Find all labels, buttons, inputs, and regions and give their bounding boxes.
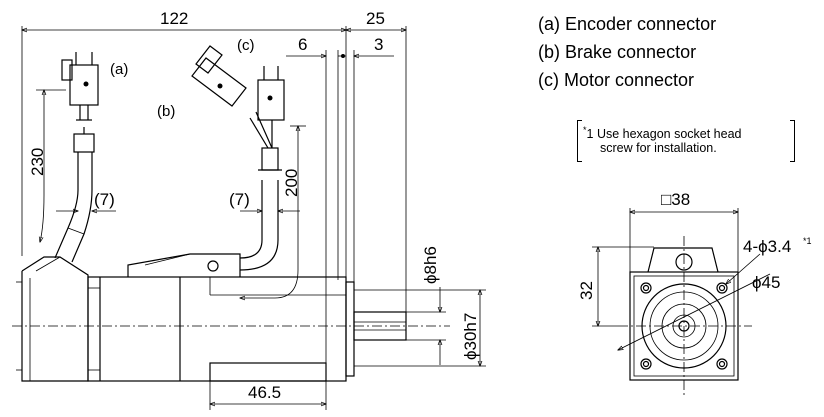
side-view: 122 25 6 3 (a) (b) (c) 230 200 (7) (7) 4… <box>12 9 486 410</box>
dim-shaft-diameter <box>406 287 446 365</box>
motor-connector <box>257 79 285 121</box>
label-c: (c) <box>237 37 255 54</box>
dim-6-3 <box>286 50 394 363</box>
shaft-end <box>678 320 690 332</box>
dim-spigot-diameter <box>354 290 486 366</box>
mounting-flange <box>345 281 355 377</box>
dim-122-label: 122 <box>160 9 188 28</box>
label-b: (b) <box>157 103 175 120</box>
dim-shaft-diameter-label: ϕ8h6 <box>421 246 440 284</box>
installation-note: *1 Use hexagon socket head screw for ins… <box>577 120 795 162</box>
cable-outlet-top <box>647 247 719 273</box>
legend-encoder: (a) Encoder connector <box>538 14 717 34</box>
legend-motor: (c) Motor connector <box>538 70 695 90</box>
dim-25-label: 25 <box>366 9 385 28</box>
dim-46-5 <box>210 381 326 410</box>
power-cable-outlet <box>127 253 241 277</box>
dim-3-label: 3 <box>374 35 383 54</box>
dim-7-right-label: (7) <box>229 190 250 209</box>
note-mark: * <box>583 125 587 135</box>
dim-25 <box>346 26 406 312</box>
note-bracket-left <box>577 120 582 162</box>
dim-spigot-diameter-label: ϕ30h7 <box>461 313 480 360</box>
dim-230-label: 230 <box>28 148 47 176</box>
label-a: (a) <box>110 61 128 78</box>
note-line-2: screw for installation. <box>600 141 717 155</box>
end-view: □38 32 4-ϕ3.4 *1 ϕ45 <box>577 190 812 396</box>
motor-cable <box>191 45 285 271</box>
encoder-connector <box>69 64 99 106</box>
dim-7-left-label: (7) <box>94 190 115 209</box>
motor-body <box>87 276 355 382</box>
legend-brake: (b) Brake connector <box>538 42 697 62</box>
outer-boss <box>641 283 727 369</box>
dim-200-label: 200 <box>282 169 301 197</box>
dim-32-label: 32 <box>577 281 596 300</box>
note-line-1: *1 Use hexagon socket head <box>583 122 741 142</box>
dim-holes-note-label: *1 <box>803 236 812 246</box>
dim-46-5-label: 46.5 <box>248 383 281 402</box>
note-bracket-right <box>790 120 795 162</box>
brake-connector <box>191 57 247 107</box>
dim-pcd-label: ϕ45 <box>752 273 780 292</box>
mounting-holes <box>640 282 728 370</box>
note-line-1-text: 1 Use hexagon socket head <box>586 127 742 142</box>
dim-square-label: □38 <box>661 190 690 209</box>
dim-6-label: 6 <box>298 35 307 54</box>
encoder-cable <box>54 52 99 263</box>
dim-200 <box>240 126 306 298</box>
dim-230 <box>36 90 66 242</box>
dim-holes-label: 4-ϕ3.4 <box>743 237 791 256</box>
shaft <box>353 311 407 341</box>
bottom-boss <box>209 362 327 382</box>
encoder-cover <box>16 256 89 382</box>
dim-122 <box>22 26 346 280</box>
square-flange <box>629 271 739 381</box>
